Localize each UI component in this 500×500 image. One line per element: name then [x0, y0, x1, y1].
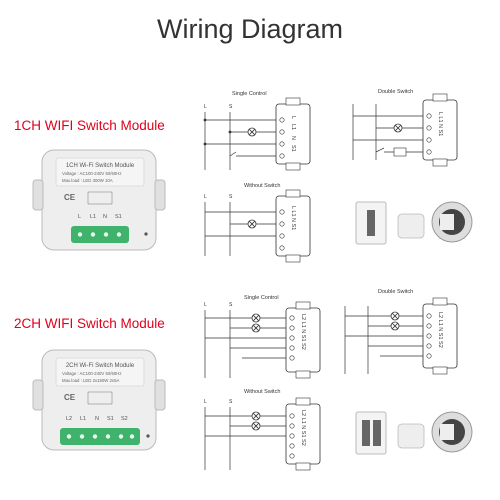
svg-text:CE: CE: [64, 193, 76, 202]
svg-text:L2 L1 N S1 S2: L2 L1 N S1 S2: [300, 410, 306, 446]
device-2ch-terminal-n: N: [95, 416, 99, 422]
diagram-1ch-double-switch-title: Double Switch: [378, 89, 413, 95]
svg-text:L: L: [204, 399, 207, 405]
svg-text:S: S: [229, 194, 233, 200]
device-1ch-terminal-l: L: [78, 214, 81, 220]
diagram-2ch-single-control-title: Single Control: [244, 295, 279, 301]
device-1ch-terminal-l1: L1: [90, 214, 96, 220]
diagram-1ch-without-switch-title: Without Switch: [244, 183, 280, 189]
device-2ch: 2CH Wi-Fi Switch Module Voltage : AC100-…: [32, 349, 166, 451]
svg-text:CE: CE: [64, 393, 76, 402]
device-2ch-maxload: Max.load : LED 2x150W 2x5A: [62, 378, 119, 383]
module-2ch-title: 2CH WIFI Switch Module: [14, 316, 165, 331]
diagram-1ch-single-control-title: Single Control: [232, 91, 267, 97]
svg-text:L2 L1 N S1 S2: L2 L1 N S1 S2: [300, 314, 306, 350]
device-2ch-terminal-l1: L1: [80, 416, 86, 422]
svg-text:S: S: [229, 399, 233, 405]
terminal-l1: L1: [290, 124, 296, 130]
device-2ch-label: 2CH Wi-Fi Switch Module: [66, 363, 135, 369]
svg-text:L L1 N S1: L L1 N S1: [290, 206, 296, 230]
module-1ch-title: 1CH WIFI Switch Module: [14, 118, 165, 133]
device-1ch-voltage: Voltage : AC100-240V 50/60Hz: [62, 171, 121, 176]
svg-text:L2 L1 N S1 S2: L2 L1 N S1 S2: [437, 312, 443, 348]
diagram-2ch-without-switch: Without Switch L S L2 L1 N S1 S2: [204, 389, 321, 471]
svg-text:L L1 N S1: L L1 N S1: [437, 112, 443, 136]
svg-text:S: S: [229, 302, 233, 308]
install-illustration-2ch: [355, 411, 473, 455]
diagram-1ch-single-control: Single Control L S L L1 N S1: [203, 91, 311, 171]
device-2ch-terminal-s2: S2: [121, 416, 128, 422]
device-1ch-terminal-s1: S1: [115, 214, 122, 220]
device-1ch-label: 1CH Wi-Fi Switch Module: [66, 163, 135, 169]
wire-label-l: L: [204, 104, 207, 110]
diagram-2ch-double-switch-title: Double Switch: [378, 289, 413, 295]
device-1ch-terminal-n: N: [103, 214, 107, 220]
page-title: Wiring Diagram: [156, 14, 344, 44]
svg-text:L: L: [204, 194, 207, 200]
wire-label-s: S: [229, 104, 233, 110]
terminal-l: L: [290, 116, 296, 119]
svg-text:L: L: [204, 302, 207, 308]
device-2ch-voltage: Voltage : AC100-240V 50/60Hz: [62, 371, 121, 376]
diagram-2ch-single-control: Single Control L S L2 L1 N S1 S2: [204, 295, 321, 379]
install-illustration-1ch: [355, 201, 473, 245]
device-1ch-maxload: Max.load : LED 300W 10A: [62, 178, 113, 183]
terminal-s1: S1: [290, 145, 296, 152]
device-1ch: 1CH Wi-Fi Switch Module Voltage : AC100-…: [32, 149, 166, 251]
device-2ch-terminal-s1: S1: [107, 416, 114, 422]
diagram-2ch-double-switch: Double Switch L2 L1 N S1 S2: [344, 289, 458, 375]
terminal-n: N: [290, 136, 296, 140]
device-2ch-terminal-l2: L2: [66, 416, 72, 422]
diagram-1ch-double-switch: Double Switch L L1 N S1: [352, 89, 458, 167]
diagram-2ch-without-switch-title: Without Switch: [244, 389, 280, 395]
diagram-1ch-without-switch: Without Switch L S L L1 N S1: [204, 183, 311, 263]
